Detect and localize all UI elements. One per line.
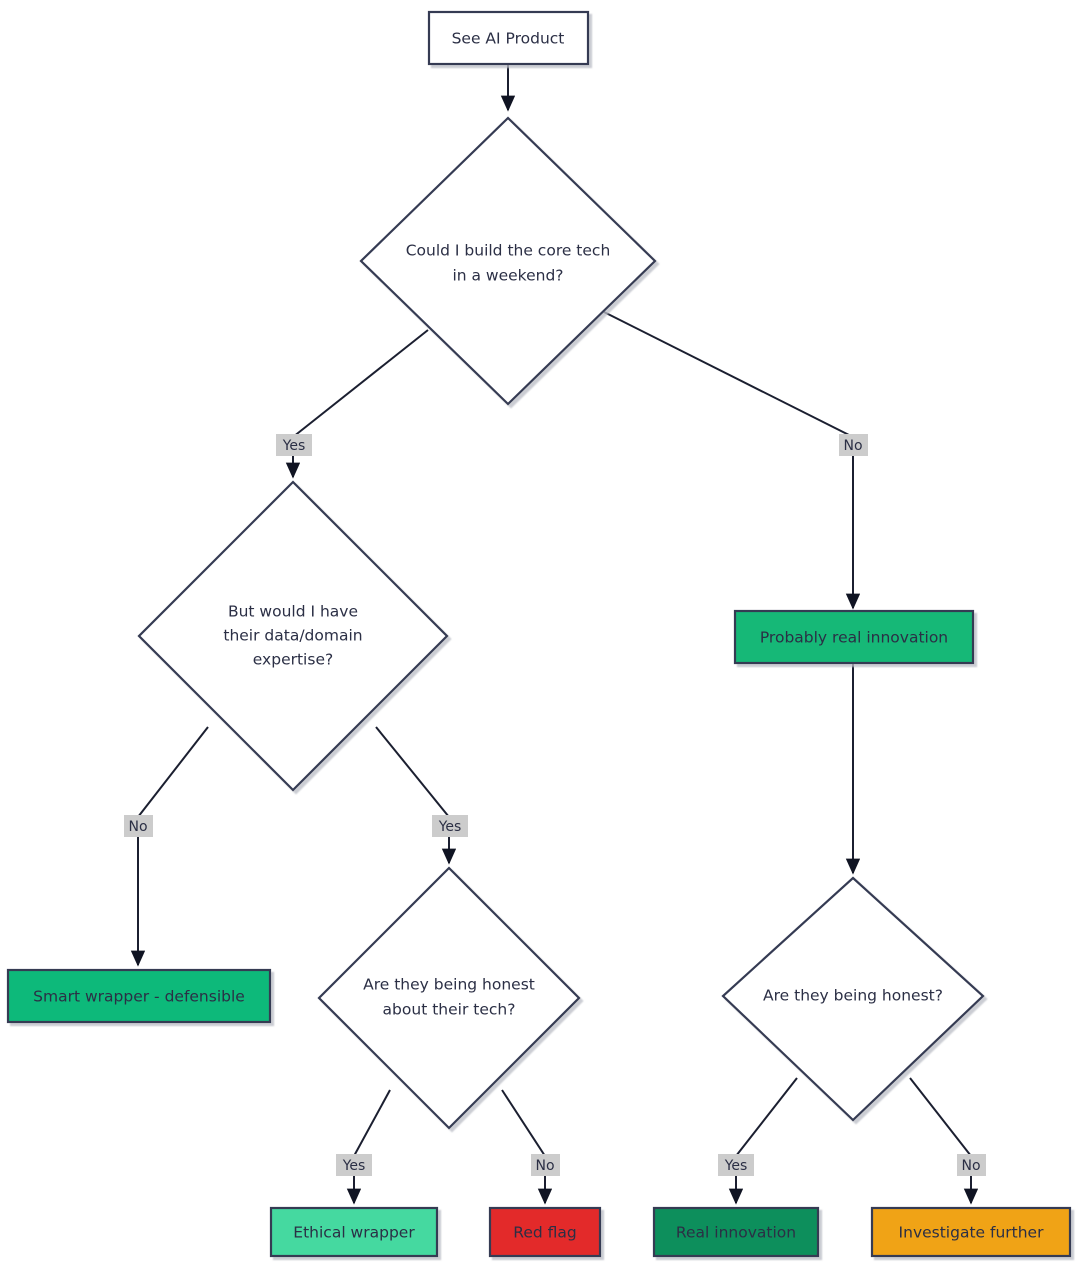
node-ethical-wrapper-box	[269, 1206, 439, 1258]
edge-weekend-to-expertise	[292, 329, 429, 438]
node-red-flag[interactable]: Red flag	[488, 1206, 602, 1258]
node-red-flag-label: Red flag	[513, 1224, 576, 1242]
node-could-build-weekend-line2: in a weekend?	[452, 267, 563, 285]
edge-honesttech-to-ethical	[353, 1089, 391, 1157]
edge-label-honest-yes-bg	[718, 1154, 754, 1176]
node-probably-real-innovation-box	[733, 609, 975, 665]
edge-label-expertise-no: No	[124, 815, 153, 837]
edge-label-expertise-no-text: No	[128, 819, 147, 835]
node-honest-about-tech-line1: Are they being honest	[363, 976, 535, 994]
edge-expertise-to-smartwrapper	[137, 726, 209, 818]
edge-label-honest-no: No	[957, 1154, 986, 1176]
node-real-innovation-box	[652, 1206, 820, 1258]
node-honest-about-tech-diamond	[317, 866, 581, 1130]
edge-label-expertise-yes-bg	[432, 815, 468, 837]
node-domain-expertise-line1: But would I have	[228, 603, 358, 621]
edge-expertise-to-honesttech	[375, 726, 450, 818]
edge-label-honesttech-yes: Yes	[336, 1154, 372, 1176]
node-could-build-weekend[interactable]: Could I build the core tech in a weekend…	[359, 116, 657, 406]
node-are-they-honest[interactable]: Are they being honest?	[721, 876, 985, 1122]
edge-label-weekend-no-bg	[839, 434, 868, 456]
edge-label-expertise-no-bg	[124, 815, 153, 837]
node-real-innovation[interactable]: Real innovation	[652, 1206, 820, 1258]
node-investigate-further-box	[870, 1206, 1072, 1258]
node-investigate-further-label: Investigate further	[899, 1224, 1045, 1242]
edge-honest-to-investigate	[909, 1077, 972, 1157]
node-domain-expertise-line2: their data/domain	[223, 627, 362, 645]
edge-label-honesttech-no-text: No	[535, 1158, 554, 1174]
edge-label-honest-yes-text: Yes	[724, 1158, 748, 1174]
edge-honest-to-realinnovation	[735, 1077, 798, 1157]
node-could-build-weekend-line1: Could I build the core tech	[406, 242, 611, 260]
node-see-ai-product-label: See AI Product	[452, 30, 565, 48]
edge-label-layer: Yes No No Yes Yes No	[124, 434, 986, 1176]
node-see-ai-product-box	[427, 10, 590, 66]
node-honest-about-tech[interactable]: Are they being honest about their tech?	[317, 866, 581, 1130]
node-ethical-wrapper[interactable]: Ethical wrapper	[269, 1206, 439, 1258]
node-smart-wrapper[interactable]: Smart wrapper - defensible	[6, 968, 272, 1024]
edge-label-weekend-no: No	[839, 434, 868, 456]
node-are-they-honest-diamond	[721, 876, 985, 1122]
edge-weekend-to-probablyreal	[603, 311, 854, 438]
node-real-innovation-label: Real innovation	[676, 1224, 796, 1242]
edge-label-expertise-yes-text: Yes	[438, 819, 462, 835]
edge-label-weekend-yes-text: Yes	[282, 438, 306, 454]
node-could-build-weekend-diamond	[359, 116, 657, 406]
edge-label-honest-no-bg	[957, 1154, 986, 1176]
node-probably-real-innovation[interactable]: Probably real innovation	[733, 609, 975, 665]
edge-label-honest-no-text: No	[961, 1158, 980, 1174]
edge-label-weekend-yes-bg	[276, 434, 312, 456]
edge-layer	[130, 64, 979, 1205]
node-are-they-honest-label: Are they being honest?	[763, 987, 943, 1005]
node-see-ai-product[interactable]: See AI Product	[427, 10, 590, 66]
edge-label-expertise-yes: Yes	[432, 815, 468, 837]
node-smart-wrapper-box	[6, 968, 272, 1024]
edge-label-honest-yes: Yes	[718, 1154, 754, 1176]
node-domain-expertise-line3: expertise?	[253, 651, 333, 669]
node-red-flag-box	[488, 1206, 602, 1258]
edge-label-weekend-yes: Yes	[276, 434, 312, 456]
node-smart-wrapper-label: Smart wrapper - defensible	[33, 988, 245, 1006]
node-domain-expertise[interactable]: But would I have their data/domain exper…	[137, 480, 449, 792]
node-probably-real-innovation-label: Probably real innovation	[760, 629, 948, 647]
edge-honesttech-to-redflag	[501, 1089, 546, 1157]
edge-label-honesttech-no: No	[531, 1154, 560, 1176]
node-investigate-further[interactable]: Investigate further	[870, 1206, 1072, 1258]
node-domain-expertise-diamond	[137, 480, 449, 792]
edge-label-honesttech-yes-text: Yes	[342, 1158, 366, 1174]
edge-label-weekend-no-text: No	[843, 438, 862, 454]
node-ethical-wrapper-label: Ethical wrapper	[293, 1224, 415, 1242]
edge-label-honesttech-no-bg	[531, 1154, 560, 1176]
edge-label-honesttech-yes-bg	[336, 1154, 372, 1176]
node-honest-about-tech-line2: about their tech?	[383, 1001, 516, 1019]
